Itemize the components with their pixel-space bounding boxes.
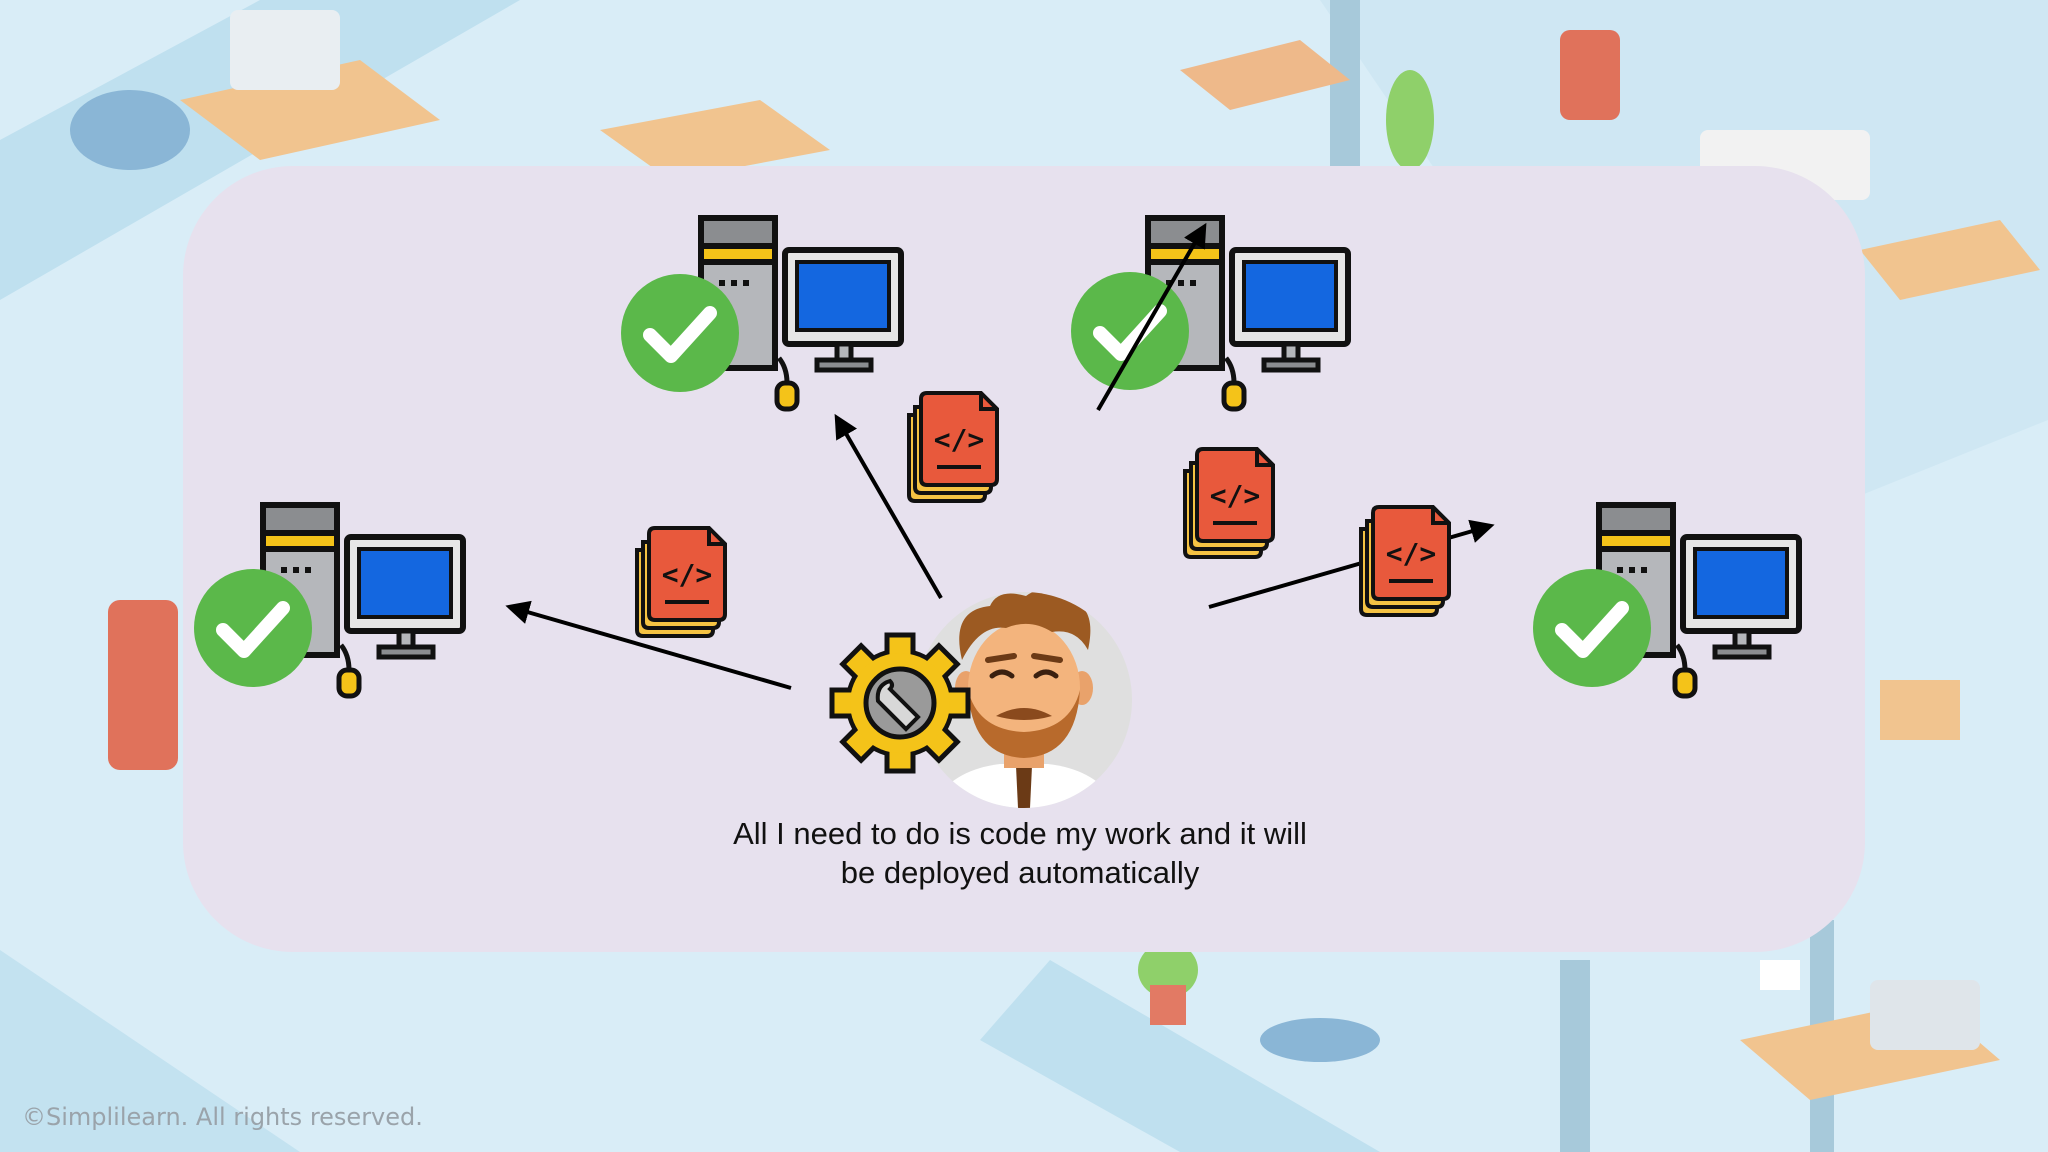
developer-avatar — [916, 592, 1132, 808]
check-circle-icon — [621, 274, 739, 392]
arrow-to-left-computer — [505, 600, 792, 690]
code-file-stack-icon — [1183, 447, 1275, 559]
gear-wrench-icon — [829, 632, 971, 774]
computer-right — [1533, 505, 1799, 696]
computer-top-right — [1071, 218, 1348, 409]
caption-text: All I need to do is code my work and it … — [620, 814, 1420, 892]
code-file-stack-icon — [1359, 505, 1451, 617]
caption-line-1: All I need to do is code my work and it … — [733, 816, 1307, 851]
code-file-stack-icon — [907, 391, 999, 503]
check-circle-icon — [194, 569, 312, 687]
copyright-notice: ©Simplilearn. All rights reserved. — [22, 1103, 423, 1131]
arrow-to-top-right-computer — [1096, 222, 1207, 412]
arrow-to-top-left-computer — [834, 413, 943, 600]
computer-left — [194, 505, 463, 696]
code-file-stack-icon — [635, 526, 727, 638]
check-circle-icon — [1533, 569, 1651, 687]
caption-line-2: be deployed automatically — [840, 855, 1200, 890]
check-circle-icon — [1071, 272, 1189, 390]
computer-top-left — [621, 218, 901, 409]
